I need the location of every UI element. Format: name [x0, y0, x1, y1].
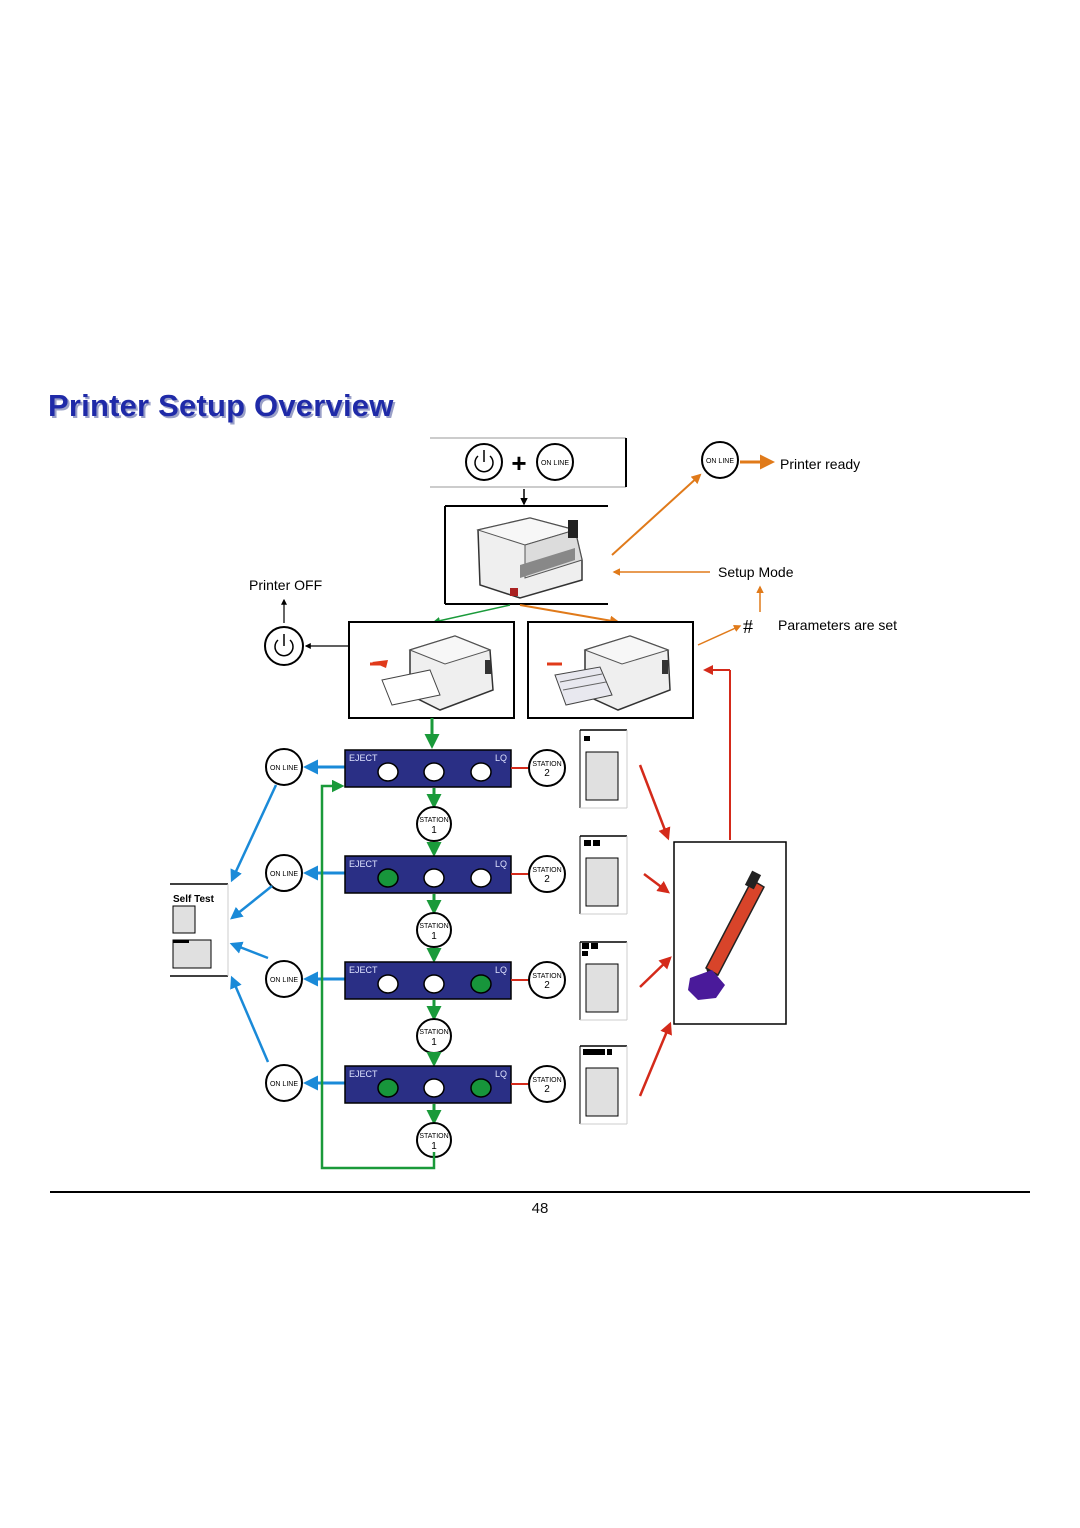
station-number: 2	[544, 768, 550, 779]
eject-label: EJECT	[349, 1069, 378, 1079]
printer-icon	[547, 635, 671, 711]
panel-button[interactable]	[470, 974, 492, 994]
printer-main	[444, 505, 608, 605]
station-number: 2	[544, 980, 550, 991]
eject-label: EJECT	[349, 753, 378, 763]
power-plus-online-box: + ON LINE	[430, 437, 627, 506]
panel-button[interactable]	[423, 1078, 445, 1098]
hash-symbol: #	[743, 616, 753, 638]
page-number: 48	[531, 1200, 549, 1217]
online-key-label: ON LINE	[706, 458, 734, 465]
printed-sheet	[579, 729, 628, 809]
station-number: 1	[431, 1037, 437, 1048]
online-key-label: ON LINE	[270, 765, 298, 772]
lq-label: LQ	[495, 965, 507, 975]
power-icon[interactable]	[264, 626, 304, 666]
blue-arrow	[229, 941, 269, 960]
panel-button[interactable]	[377, 974, 399, 994]
printer-station-1	[348, 621, 515, 719]
panel-button[interactable]	[470, 1078, 492, 1098]
online-key-icon[interactable]: ON LINE	[701, 441, 739, 479]
station-number: 2	[544, 1084, 550, 1095]
operator-panel: EJECT LQ	[344, 961, 512, 1000]
operator-panel: EJECT LQ	[344, 855, 512, 894]
printer-icon	[476, 517, 583, 599]
page-title: Printer Setup Overview	[48, 388, 394, 423]
online-key-icon[interactable]: ON LINE	[265, 854, 303, 892]
panel-button[interactable]	[377, 868, 399, 888]
printer-station-2	[527, 621, 694, 719]
parameters-set-label: Parameters are set	[778, 617, 897, 633]
plus-sign: +	[511, 448, 526, 478]
self-test-label: Self Test	[173, 894, 215, 905]
blue-arrow	[230, 885, 273, 920]
eject-label: EJECT	[349, 965, 378, 975]
printer-icon	[370, 635, 494, 711]
blue-arrow	[230, 784, 278, 883]
panel-button[interactable]	[423, 974, 445, 994]
online-key-icon[interactable]: ON LINE	[265, 1064, 303, 1102]
pen-icon	[688, 870, 765, 1000]
red-arrow	[639, 956, 672, 988]
panel-button[interactable]	[377, 1078, 399, 1098]
self-test-sheet-icon: Self Test	[170, 883, 229, 977]
station-number: 2	[544, 874, 550, 885]
lq-label: LQ	[495, 859, 507, 869]
operator-panel: EJECT LQ	[344, 1065, 512, 1104]
setup-mode-label: Setup Mode	[718, 564, 794, 580]
blue-arrow	[230, 975, 270, 1063]
footer-rule	[50, 1191, 1030, 1193]
red-arrow	[638, 764, 671, 841]
online-key-icon[interactable]: ON LINE	[536, 443, 574, 481]
printer-ready-label: Printer ready	[780, 456, 860, 472]
station-number: 1	[431, 825, 437, 836]
station-label: STATION	[419, 923, 448, 930]
power-icon[interactable]	[465, 443, 503, 481]
station-label: STATION	[419, 817, 448, 824]
eject-label: EJECT	[349, 859, 378, 869]
online-key-label: ON LINE	[270, 977, 298, 984]
red-arrow	[643, 873, 670, 894]
station-label: STATION	[419, 1029, 448, 1036]
online-key-label: ON LINE	[270, 1081, 298, 1088]
panel-button[interactable]	[377, 762, 399, 782]
panel-button[interactable]	[423, 762, 445, 782]
online-key-icon[interactable]: ON LINE	[265, 960, 303, 998]
online-key-label: ON LINE	[541, 460, 569, 467]
station-number: 1	[431, 931, 437, 942]
pen-box	[673, 841, 787, 1025]
printer-off-label: Printer OFF	[249, 577, 322, 593]
red-arrow	[638, 1021, 672, 1097]
panel-button[interactable]	[470, 762, 492, 782]
station-label: STATION	[532, 1077, 561, 1084]
station-label: STATION	[532, 761, 561, 768]
printed-sheet	[579, 1045, 628, 1125]
station-label: STATION	[419, 1133, 448, 1140]
online-key-icon[interactable]: ON LINE	[265, 748, 303, 786]
station-label: STATION	[532, 867, 561, 874]
station-label: STATION	[532, 973, 561, 980]
printed-sheet	[579, 835, 628, 915]
lq-label: LQ	[495, 1069, 507, 1079]
lq-label: LQ	[495, 753, 507, 763]
panel-button[interactable]	[423, 868, 445, 888]
operator-panel: EJECT LQ	[344, 749, 512, 788]
station-number: 1	[431, 1141, 437, 1152]
panel-button[interactable]	[470, 868, 492, 888]
printed-sheet	[579, 941, 628, 1021]
online-key-label: ON LINE	[270, 871, 298, 878]
